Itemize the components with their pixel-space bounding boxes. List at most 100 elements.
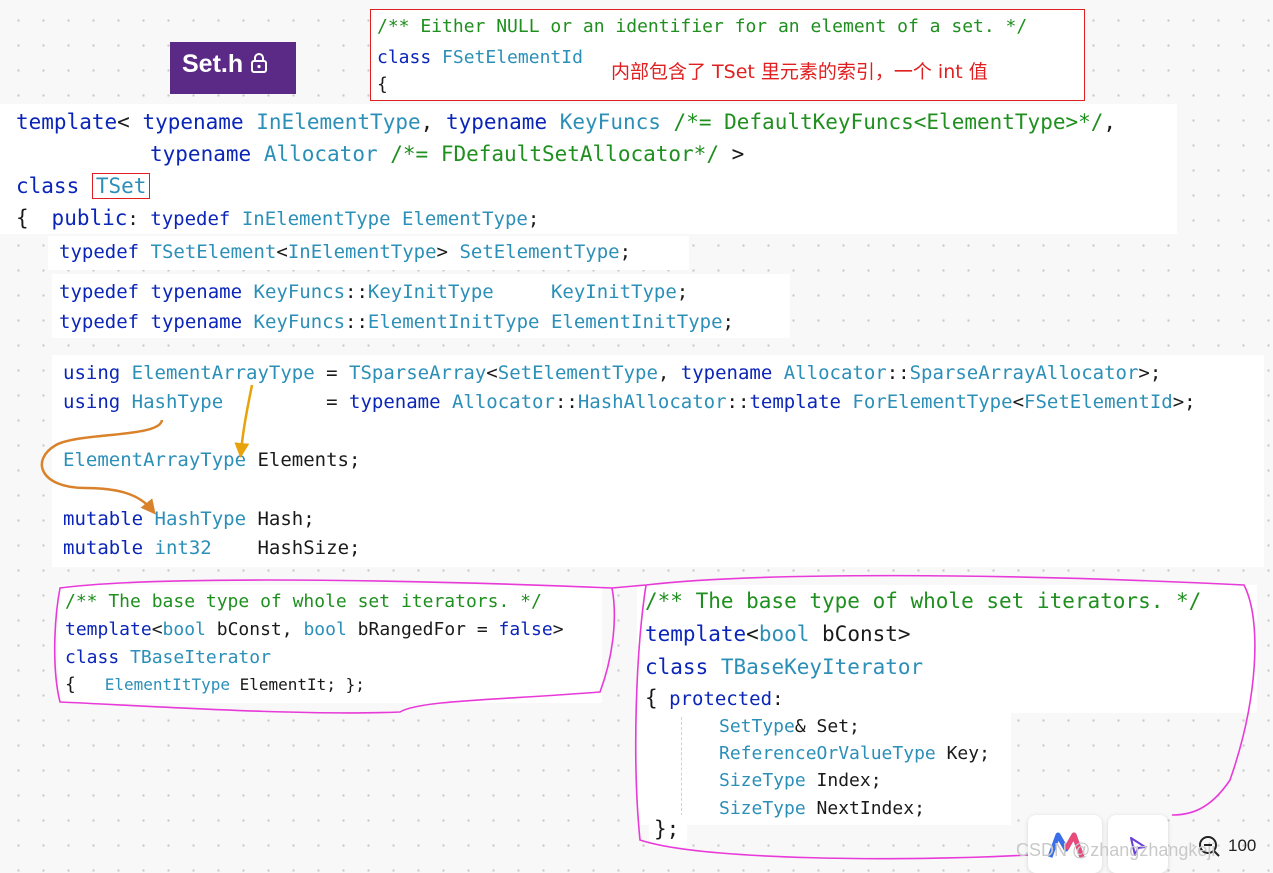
code-text: :: bbox=[886, 362, 910, 384]
type-name: ForElementType bbox=[852, 391, 1013, 413]
type-name: ElementInitType bbox=[367, 311, 540, 333]
code-text: > bbox=[718, 142, 745, 166]
keyword: typename bbox=[445, 110, 548, 134]
indent-guide bbox=[681, 717, 682, 821]
code-text: & Set; bbox=[794, 716, 860, 737]
base-iter-class-line: class TBaseIterator bbox=[65, 647, 271, 668]
code-text: :: bbox=[345, 311, 368, 333]
keyword: class bbox=[377, 47, 432, 68]
type-name: SizeType bbox=[719, 798, 806, 819]
type-name: SizeType bbox=[719, 770, 806, 791]
tset-declaration-card: template< typename InElementType, typena… bbox=[0, 104, 1177, 234]
select-tool-button[interactable] bbox=[1108, 815, 1168, 873]
keyword: mutable bbox=[63, 537, 144, 559]
type-name: Allocator bbox=[263, 142, 378, 166]
elements-member-line: ElementArrayType Elements; bbox=[63, 449, 360, 471]
type-name: KeyInitType bbox=[550, 281, 677, 303]
code-text: NextIndex; bbox=[805, 798, 925, 819]
base-iter-comment: /** The base type of whole set iterators… bbox=[65, 591, 542, 612]
keyword: typedef bbox=[59, 241, 140, 263]
code-text: :: bbox=[554, 391, 578, 413]
code-text: Index; bbox=[805, 770, 882, 791]
keyword: using bbox=[63, 362, 121, 384]
class-decl-line: class FSetElementId bbox=[377, 47, 583, 68]
type-name: bool bbox=[162, 619, 206, 640]
type-name: FSetElementId bbox=[1024, 391, 1173, 413]
hash-member-line: mutable HashType Hash; bbox=[63, 508, 315, 530]
lasso-key-iterator bbox=[611, 574, 1256, 860]
typedef-keys-card: typedef typename KeyFuncs::KeyInitType K… bbox=[52, 274, 790, 338]
code-text: Hash; bbox=[246, 508, 315, 530]
code-text: = bbox=[223, 391, 350, 413]
keyword: template bbox=[65, 619, 152, 640]
type-name: KeyFuncs bbox=[253, 311, 346, 333]
member-index: SizeType Index; bbox=[719, 770, 882, 791]
code-text: < bbox=[276, 241, 288, 263]
code-text: , bbox=[657, 362, 681, 384]
code-text: bRangedFor = bbox=[346, 619, 499, 640]
lock-icon bbox=[249, 52, 269, 81]
keyword: typedef bbox=[150, 208, 231, 230]
zoom-control[interactable]: 100 bbox=[1198, 833, 1273, 863]
keyword: class bbox=[16, 174, 80, 198]
code-text: : bbox=[127, 208, 151, 230]
open-brace: { bbox=[377, 74, 388, 95]
type-name: HashType bbox=[154, 508, 247, 530]
key-iter-close: }; bbox=[654, 817, 680, 841]
code-text: >; bbox=[1138, 362, 1162, 384]
tbasekeyiterator-card: /** The base type of whole set iterators… bbox=[637, 585, 1257, 713]
code-text: > bbox=[436, 241, 460, 263]
app-logo-button[interactable] bbox=[1028, 815, 1102, 873]
type-name: TSetElement bbox=[150, 241, 277, 263]
typedef-keyinit-line: typedef typename KeyFuncs::KeyInitType K… bbox=[59, 281, 688, 303]
keyword: typename bbox=[142, 110, 244, 134]
type-name: TBaseIterator bbox=[130, 647, 271, 668]
code-text: , bbox=[420, 110, 446, 134]
code-text: >; bbox=[1172, 391, 1196, 413]
keyword: typename bbox=[680, 362, 773, 384]
type-name: InElementType bbox=[287, 241, 437, 263]
key-iter-template-line: template<bool bConst> bbox=[645, 622, 911, 646]
comment: /*= FDefaultSetAllocator*/ bbox=[377, 142, 719, 166]
type-name: ReferenceOrValueType bbox=[719, 743, 936, 764]
typedef-elementinit-line: typedef typename KeyFuncs::ElementInitTy… bbox=[59, 311, 734, 333]
using-members-card: using ElementArrayType = TSparseArray<Se… bbox=[52, 355, 1264, 567]
file-title: Set.h bbox=[182, 50, 244, 78]
keyword: class bbox=[65, 647, 120, 668]
key-iter-members-card: SetType& Set; ReferenceOrValueType Key; … bbox=[637, 713, 1011, 825]
file-title-chip[interactable]: Set.h bbox=[170, 42, 296, 94]
keyword: public bbox=[51, 206, 128, 230]
comment-line: /** Either NULL or an identifier for an … bbox=[377, 16, 1028, 37]
code-text: Elements; bbox=[246, 449, 361, 471]
key-iter-class-line: class TBaseKeyIterator bbox=[645, 655, 923, 679]
hashsize-member-line: mutable int32 HashSize; bbox=[63, 537, 360, 559]
code-text: = bbox=[314, 362, 350, 384]
template-line-2: typename Allocator /*= FDefaultSetAlloca… bbox=[150, 142, 744, 166]
keyword: typedef bbox=[59, 281, 140, 303]
code-text: :: bbox=[726, 391, 750, 413]
type-name: Allocator bbox=[783, 362, 887, 384]
keyword: protected bbox=[669, 688, 773, 710]
code-text: ; bbox=[527, 208, 540, 230]
key-iter-close-card: }; bbox=[649, 815, 687, 847]
annotation-note: 内部包含了 TSet 里元素的索引，一个 int 值 bbox=[611, 61, 988, 83]
type-name: HashAllocator bbox=[577, 391, 727, 413]
member-key: ReferenceOrValueType Key; bbox=[719, 743, 990, 764]
type-name: ElementArrayType bbox=[131, 362, 315, 384]
type-name: TSparseArray bbox=[349, 362, 487, 384]
type-name: KeyInitType bbox=[367, 281, 494, 303]
type-name: KeyFuncs bbox=[253, 281, 346, 303]
code-text: < bbox=[746, 622, 759, 646]
typedef-line: typedef TSetElement<InElementType> SetEl… bbox=[59, 241, 631, 263]
lasso-base-iterator bbox=[53, 579, 616, 714]
type-name: KeyFuncs bbox=[559, 110, 661, 134]
using-hashtype-line: using HashType = typename Allocator::Has… bbox=[63, 391, 1196, 413]
base-iter-template-line: template<bool bConst, bool bRangedFor = … bbox=[65, 619, 564, 640]
watermark: CSDN @zhangzhangkeji bbox=[1016, 840, 1216, 860]
zoom-out-icon[interactable] bbox=[1198, 835, 1220, 857]
typedef-setelement-card: typedef TSetElement<InElementType> SetEl… bbox=[48, 236, 689, 270]
type-name: SetElementType bbox=[497, 362, 658, 384]
keyword: class bbox=[645, 655, 709, 679]
member-nextindex: SizeType NextIndex; bbox=[719, 798, 925, 819]
